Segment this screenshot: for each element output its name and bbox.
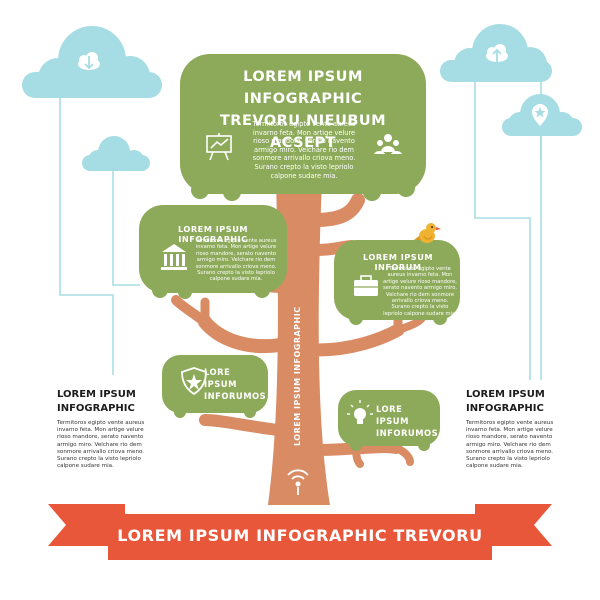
cloud-download-icon [78, 52, 100, 70]
small-left-canopy-title-line1: LORE IPSUM [204, 367, 237, 389]
shield-icon [181, 367, 207, 396]
small-left-canopy-title: LORE IPSUM INFORUMOS [204, 366, 267, 402]
canopy-small-right [338, 390, 440, 451]
small-left-canopy-title-line2: INFORUMOS [204, 391, 267, 401]
cloud-top-left [22, 26, 162, 98]
bank-building-icon [161, 244, 187, 270]
ribbon-label: LOREM IPSUM INFOGRAPHIC TREVORU [117, 526, 483, 545]
top-canopy-title: LOREM IPSUM INFOGRAPHIC TREVORU NIEUBUM … [190, 66, 416, 154]
top-canopy-title-line2: TREVORU NIEUBUM ACSEPT [219, 113, 387, 151]
map-pin-star-icon [532, 104, 548, 126]
trunk-label: LOREM IPSUM INFOGRAPHIC [293, 306, 302, 446]
canopy-top [180, 54, 426, 201]
ribbon-banner [48, 504, 552, 560]
bird-icon [414, 223, 441, 243]
broadcast-antenna-icon [287, 469, 309, 495]
briefcase-icon [354, 275, 378, 296]
left-canopy-title: LOREM IPSUM INFOGRAPHIC [177, 224, 249, 244]
left-inner-connector [112, 170, 140, 286]
cloud-upload-icon [486, 44, 508, 62]
lightbulb-icon [347, 400, 373, 424]
left-note-body: Termitoros egipto vente aureus invarno f… [57, 420, 145, 470]
top-canopy-body: Termitoros egipto vente aureus invarno f… [252, 120, 356, 180]
right-note: LOREM IPSUM INFOGRAPHIC Termitoros egipt… [466, 388, 556, 470]
left-canopy-body: Termitoros egipto vente aureus invarno f… [195, 238, 277, 283]
left-note-title-line1: LOREM IPSUM [57, 389, 136, 400]
left-note-title-line2: INFOGRAPHIC [57, 403, 135, 414]
small-right-canopy-title-line2: INFORUMOS [376, 428, 439, 438]
right-note-body: Termitoros egipto vente aureus invarno f… [466, 420, 554, 470]
canopy-left [139, 205, 287, 299]
canopy-right [334, 240, 460, 325]
small-right-canopy-title: LORE IPSUM INFORUMOS [376, 403, 438, 439]
right-note-title-line1: LOREM IPSUM [466, 389, 545, 400]
presentation-board-icon [206, 133, 232, 161]
right-canopy-body: Termitoros egipto vente aureus invarno f… [382, 266, 457, 317]
cloud-left-small [82, 136, 150, 171]
left-outer-connector [59, 95, 114, 375]
small-right-canopy-title-line1: LORE IPSUM [376, 404, 409, 426]
top-canopy-title-line1: LOREM IPSUM INFOGRAPHIC [243, 69, 363, 107]
right-canopy-title: LOREM IPSUM INFORUM [362, 252, 434, 272]
right-note-title-line2: INFOGRAPHIC [466, 403, 544, 414]
right-inner-connector [474, 82, 531, 380]
left-note: LOREM IPSUM INFOGRAPHIC Termitoros egipt… [57, 388, 147, 470]
people-group-icon [374, 134, 402, 154]
